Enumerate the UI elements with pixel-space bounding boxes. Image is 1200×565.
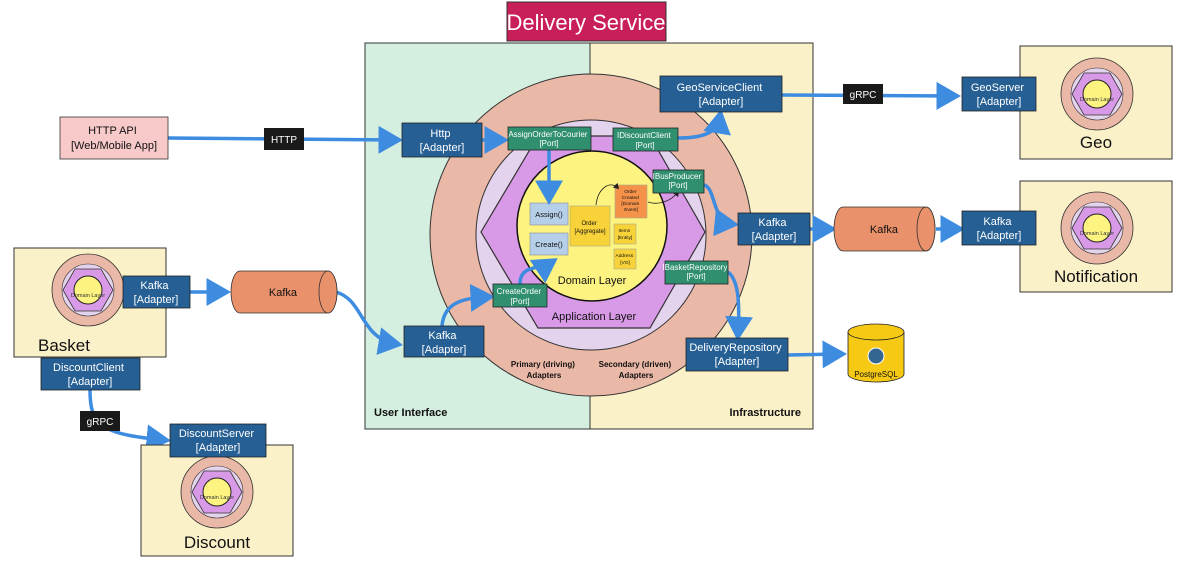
postgresql-database[interactable]: PostgreSQL: [847, 323, 905, 383]
svg-text:Kafka [Adapter]: Kafka [Adapter]: [977, 216, 1022, 242]
svg-text:DiscountClient [Adapter]: DiscountClient [Adapter]: [53, 362, 127, 388]
page-title: Delivery Service: [507, 10, 666, 35]
svg-text:DeliveryRepository [Adap: DeliveryRepository [Adapter]: [689, 342, 784, 368]
discount-server-adapter[interactable]: DiscountServer [Adapter]: [169, 423, 267, 458]
svg-text:GeoServiceClient [Adapte: GeoServiceClient [Adapter]: [677, 82, 766, 108]
svg-text:Order Created [Dom: Order Created [Domain Event]: [621, 189, 640, 213]
svg-text:CreateOrder [Port]: CreateOrder [Port]: [497, 287, 544, 306]
http-adapter[interactable]: Http [Adapter]: [401, 122, 483, 158]
basket-service-name: Basket: [38, 336, 90, 355]
svg-text:Domain Layer: Domain Layer: [71, 293, 105, 299]
kafka-in-adapter[interactable]: Kafka [Adapter]: [403, 325, 485, 358]
discount-client-adapter[interactable]: DiscountClient [Adapter]: [40, 357, 141, 391]
application-layer-label: Application Layer: [552, 311, 637, 323]
discount-service-name: Discount: [184, 533, 250, 552]
create-method[interactable]: Create(): [529, 232, 569, 256]
svg-text:GeoServer [Adapter]: GeoServer [Adapter]: [971, 82, 1027, 108]
idiscount-client-port[interactable]: IDiscountClient [Port]: [612, 127, 679, 152]
svg-text:IBasketRepository [Port]: IBasketRepository [Port]: [662, 263, 729, 281]
geo-service-name: Geo: [1080, 133, 1112, 152]
notification-service[interactable]: Domain Layer Notification: [1019, 180, 1173, 293]
svg-text:Items [Entity]: Items [Entity]: [618, 228, 633, 241]
svg-text:IDiscountClient [Port]: IDiscountClient [Port]: [617, 131, 673, 150]
notification-kafka-adapter[interactable]: Kafka [Adapter]: [961, 210, 1037, 246]
http-api-box[interactable]: HTTP API [Web/Mobile App]: [59, 116, 169, 160]
create-port-to-create: [518, 258, 558, 285]
event-to-bus-arrow: [647, 190, 679, 204]
grpc-geo-label: gRPC: [843, 84, 883, 104]
grpc-discount-label: gRPC: [80, 411, 120, 431]
svg-text:Order [Aggregate]: Order [Aggregate]: [574, 221, 605, 235]
geo-service[interactable]: Domain Layer Geo: [1019, 45, 1173, 160]
svg-text:Kafka [Adapter]: Kafka [Adapter]: [422, 330, 467, 356]
svg-text:Address [VO]: Address [VO]: [616, 253, 635, 266]
kafka-broker-left[interactable]: Kafka: [230, 270, 338, 314]
delivery-repository-adapter[interactable]: DeliveryRepository [Adapter]: [685, 337, 789, 372]
event-arrow: [595, 182, 620, 206]
svg-text:Domain Layer: Domain Layer: [1080, 97, 1114, 103]
svg-text:DiscountServer [Adapter]: DiscountServer [Adapter]: [179, 428, 257, 454]
svg-text:Kafka [Adapter]: Kafka [Adapter]: [134, 280, 179, 306]
postgres-elephant-icon: [867, 347, 885, 365]
infrastructure-label: Infrastructure: [729, 407, 801, 419]
svg-text:Kafka [Adapter]: Kafka [Adapter]: [752, 217, 797, 243]
order-aggregate[interactable]: Order [Aggregate]: [569, 205, 611, 247]
assign-method[interactable]: Assign(): [529, 202, 569, 226]
svg-text:AssignOrderToCourier [Po: AssignOrderToCourier [Port]: [508, 130, 589, 148]
svg-text:Assign(): Assign(): [535, 210, 563, 219]
notification-service-name: Notification: [1054, 267, 1138, 286]
kafka-out-adapter[interactable]: Kafka [Adapter]: [737, 212, 811, 246]
http-protocol-label: HTTP: [264, 128, 304, 150]
create-order-port[interactable]: CreateOrder [Port]: [492, 283, 548, 308]
domain-layer-label: Domain Layer: [558, 275, 627, 287]
discount-service[interactable]: Domain Layer Discount: [140, 444, 294, 557]
address-value-object[interactable]: Address [VO]: [613, 248, 637, 270]
primary-adapters-label: Primary (driving) Adapters: [511, 360, 577, 380]
svg-text:Http [Adapter]: Http [Adapter]: [420, 128, 465, 154]
ibus-to-kafka-adapter: [703, 183, 739, 237]
items-entity[interactable]: Items [Entity]: [613, 223, 637, 245]
svg-text:Kafka: Kafka: [870, 224, 899, 236]
svg-text:PostgreSQL: PostgreSQL: [854, 370, 898, 379]
order-created-event[interactable]: Order Created [Domain Event]: [614, 184, 648, 219]
user-interface-label: User Interface: [374, 407, 447, 419]
svg-text:HTTP API [Web/Mobile App: HTTP API [Web/Mobile App]: [71, 125, 157, 152]
svg-text:Kafka: Kafka: [269, 287, 298, 299]
delivery-repo-to-postgres: [787, 340, 847, 369]
kafka-broker-right[interactable]: Kafka: [833, 206, 936, 252]
ibus-producer-port[interactable]: IBusProducer [Port]: [652, 169, 705, 194]
svg-text:HTTP: HTTP: [271, 135, 297, 146]
assign-order-port[interactable]: AssignOrderToCourier [Port]: [507, 126, 592, 151]
svg-text:Create(): Create(): [535, 240, 563, 249]
ibasket-to-delivery-repo: [725, 270, 754, 341]
svg-text:Domain Layer: Domain Layer: [200, 495, 234, 501]
svg-text:IBusProducer [Port]: IBusProducer [Port]: [653, 172, 704, 190]
svg-text:Domain Layer: Domain Layer: [1080, 231, 1114, 237]
svg-text:gRPC: gRPC: [850, 90, 877, 101]
ibasket-repository-port[interactable]: IBasketRepository [Port]: [662, 260, 729, 285]
svg-text:gRPC: gRPC: [87, 417, 114, 428]
basket-kafka-adapter[interactable]: Kafka [Adapter]: [122, 275, 191, 309]
idiscount-to-geo-client: [677, 109, 731, 140]
geo-service-client-adapter[interactable]: GeoServiceClient [Adapter]: [659, 75, 783, 113]
kafka-in-to-create-port: [440, 283, 495, 327]
title-background: [506, 1, 667, 42]
geo-server-adapter[interactable]: GeoServer [Adapter]: [961, 76, 1037, 112]
kafka-to-kafka-in: [335, 290, 403, 355]
secondary-adapters-label: Secondary (driven) Adapters: [599, 360, 674, 380]
